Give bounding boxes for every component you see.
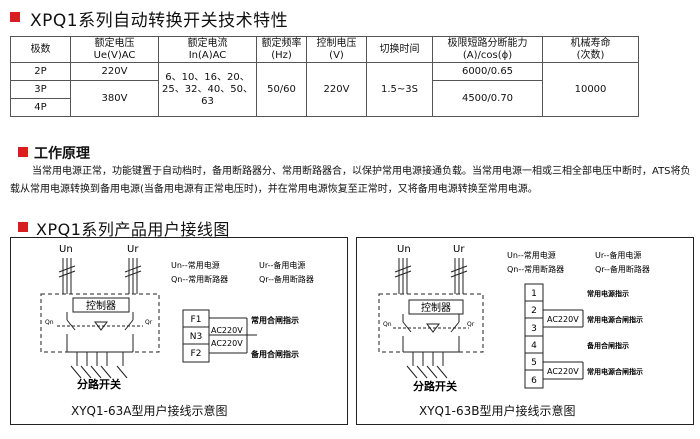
diagram-a-caption: XYQ1-63A型用户接线示意图 (71, 404, 228, 418)
legend-ur: Ur--备用电源 (259, 260, 305, 270)
legend-qn: Qn--常用断路器 (507, 264, 564, 274)
ur-label: Ur (127, 244, 139, 255)
diagram-b-panel: Un Ur Un--常用电源 Ur--备用电源 Qn--常用断路器 Qr--备用… (356, 237, 694, 425)
section-marker-icon (18, 222, 28, 232)
terminal-n3: N3 (190, 332, 202, 342)
un-label: Un (59, 244, 73, 255)
section-marker-icon (10, 12, 20, 22)
header-cell: 额定电流 In(A)AC (158, 36, 257, 63)
terminal-6: 6 (531, 376, 537, 386)
header-cell: 额定电压 Ue(V)AC (70, 36, 159, 63)
terminal-f2: F2 (191, 349, 202, 359)
voltage-cell: 220V (70, 62, 159, 81)
frequency-cell: 50/60 (256, 62, 307, 117)
controller-label: 控制器 (421, 301, 451, 314)
un-label: Un (397, 244, 411, 255)
terminal-2: 2 (531, 306, 537, 316)
ac-label-2: AC220V (547, 367, 579, 376)
terminal-f1: F1 (191, 315, 202, 325)
breaking-cell: 4500/0.70 (432, 80, 543, 117)
qn-label: Qn (383, 321, 392, 328)
qr-label: Qr (145, 319, 153, 326)
table-row: 3P 380V 4500/0.70 (10, 80, 639, 117)
indicator-label-2: 常用电源合闸指示 (587, 315, 643, 324)
spec-table: 极数 额定电压 Ue(V)AC 额定电流 In(A)AC 额定频率 (Hz) 控… (10, 36, 639, 117)
section2-title: 工作原理 (34, 146, 90, 162)
diagram-b-caption: XYQ1-63B型用户接线示意图 (419, 404, 576, 418)
pole-cell: 2P (10, 62, 71, 81)
current-cell: 6、10、16、20、 25、32、40、50、 63 (158, 62, 257, 117)
indicator-label-1: 常用合闸指示 (251, 315, 299, 325)
branch-label: 分路开关 (413, 379, 457, 393)
principle-paragraph: 当常用电源正常，功能键置于自动档时，备用断路器分、常用断路器合，以保护常用电源接… (10, 163, 695, 199)
switch-time-cell: 1.5~3S (366, 62, 433, 117)
diagram-a-panel: Un Ur Un--常用电源 Ur--备用电源 Qn--常用断路器 Qr--备用… (10, 237, 348, 425)
terminal-3: 3 (531, 324, 537, 334)
header-cell: 切换时间 (366, 36, 433, 63)
control-voltage-cell: 220V (306, 62, 367, 117)
indicator-label-4: 常用电源合闸指示 (587, 367, 643, 376)
legend-qr: Qr--备用断路器 (595, 264, 650, 274)
terminal-5: 5 (531, 358, 537, 368)
pole-cell: 4P (10, 98, 71, 117)
qr-label: Qr (467, 321, 475, 328)
legend-qn: Qn--常用断路器 (171, 274, 228, 284)
table-row: 2P 220V 6、10、16、20、 25、32、40、50、 63 50/6… (10, 62, 639, 117)
legend-qr: Qr--备用断路器 (259, 274, 314, 284)
legend-un: Un--常用电源 (507, 250, 556, 260)
qn-label: Qn (45, 319, 54, 326)
header-cell: 极限短路分断能力 (A)/cos(ϕ) (432, 36, 543, 63)
terminal-1: 1 (531, 289, 537, 299)
header-cell: 控制电压 (V) (306, 36, 367, 63)
terminal-4: 4 (531, 341, 537, 351)
header-cell: 极数 (10, 36, 71, 63)
section1-title: XPQ1系列自动转换开关技术特性 (30, 11, 289, 31)
table-row: 4P (10, 98, 639, 117)
ac-label-2: AC220V (211, 339, 243, 348)
legend-un: Un--常用电源 (171, 260, 220, 270)
header-cell: 机械寿命 (次数) (542, 36, 639, 63)
branch-label: 分路开关 (77, 377, 121, 391)
indicator-label-3: 备用合闸指示 (586, 341, 629, 350)
pole-cell: 3P (10, 80, 71, 99)
ur-label: Ur (453, 244, 465, 255)
legend-ur: Ur--备用电源 (595, 250, 641, 260)
table-header-row: 极数 额定电压 Ue(V)AC 额定电流 In(A)AC 额定频率 (Hz) 控… (10, 36, 639, 63)
section-marker-icon (18, 147, 28, 157)
voltage-cell: 380V (70, 80, 159, 117)
controller-label: 控制器 (86, 299, 116, 312)
header-cell: 额定频率 (Hz) (256, 36, 307, 63)
section3-title: XPQ1系列产品用户接线图 (36, 220, 230, 239)
ac-label-1: AC220V (211, 326, 243, 335)
diagram-b-drawing: Un Ur Un--常用电源 Ur--备用电源 Qn--常用断路器 Qr--备用… (378, 244, 650, 393)
indicator-label-2: 备用合闸指示 (250, 349, 299, 359)
diagram-a-drawing: Un Ur Un--常用电源 Ur--备用电源 Qn--常用断路器 Qr--备用… (40, 244, 314, 391)
breaking-cell: 6000/0.65 (432, 62, 543, 81)
principle-text: 当常用电源正常，功能键置于自动档时，备用断路器分、常用断路器合，以保护常用电源接… (10, 166, 691, 195)
indicator-label-1: 常用电源指示 (587, 289, 629, 298)
life-cell: 10000 (542, 62, 639, 117)
ac-label-1: AC220V (547, 315, 579, 324)
